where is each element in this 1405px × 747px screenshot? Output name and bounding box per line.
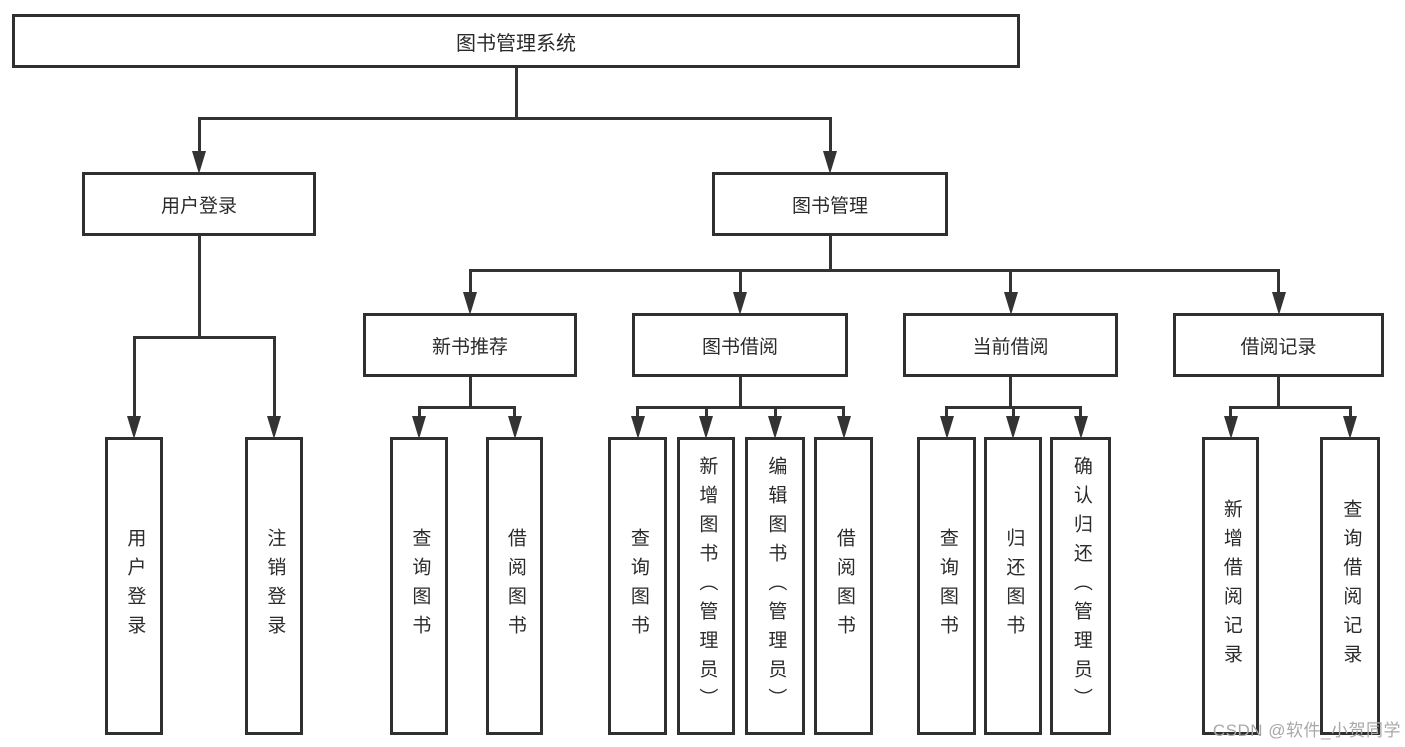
node-borrow-record: 借阅记录 — [1173, 313, 1384, 377]
connector-line — [468, 376, 472, 409]
node-logout: 注销登录 — [245, 437, 303, 735]
arrow-down-icon — [1343, 416, 1357, 439]
arrow-down-icon — [699, 416, 713, 439]
node-nb-query: 查询图书 — [390, 437, 448, 735]
arrow-down-icon — [1003, 292, 1018, 315]
node-nb-borrow: 借阅图书 — [486, 437, 543, 735]
arrow-down-icon — [267, 416, 281, 439]
connector-line — [514, 67, 518, 120]
arrow-down-icon — [1223, 416, 1238, 439]
node-bb-edit-label: 编辑图书（管理员） — [765, 455, 787, 717]
connector-line — [636, 405, 845, 409]
arrow-down-icon — [192, 151, 206, 174]
connector-line — [417, 405, 516, 409]
arrow-down-icon — [630, 416, 645, 439]
node-bb-add: 新增图书（管理员） — [677, 437, 735, 735]
arrow-down-icon — [823, 151, 837, 174]
connector-line — [468, 268, 1280, 272]
node-current-borrow: 当前借阅 — [903, 313, 1118, 377]
node-logout-label: 注销登录 — [264, 528, 286, 644]
watermark-text: CSDN @软件_小贺同学 — [1212, 721, 1401, 740]
connector-line — [197, 116, 832, 120]
node-root: 图书管理系统 — [12, 14, 1020, 68]
arrow-down-icon — [1271, 292, 1286, 315]
connector-line — [1348, 407, 1352, 420]
node-current-borrow-label: 当前借阅 — [972, 336, 1049, 358]
arrow-down-icon — [463, 292, 477, 315]
node-book-borrow-label: 图书借阅 — [701, 336, 778, 358]
node-br-query: 查询借阅记录 — [1320, 437, 1380, 735]
node-cb-query: 查询图书 — [917, 437, 976, 735]
arrow-down-icon — [1006, 416, 1020, 439]
node-bb-borrow-label: 借阅图书 — [833, 528, 855, 644]
connector-line — [828, 235, 832, 272]
node-login-label: 用户登录 — [124, 528, 146, 644]
connector-line — [828, 118, 832, 155]
arrow-down-icon — [836, 416, 851, 439]
node-book-borrow: 图书借阅 — [632, 313, 848, 377]
connector-line — [738, 376, 742, 409]
connector-line — [842, 407, 845, 420]
arrow-down-icon — [733, 292, 747, 315]
node-nb-query-label: 查询图书 — [409, 528, 431, 644]
node-br-query-label: 查询借阅记录 — [1340, 499, 1362, 673]
connector-line — [773, 407, 777, 420]
node-cb-return-label: 归还图书 — [1003, 528, 1025, 644]
node-new-book-label: 新书推荐 — [431, 336, 508, 358]
connector-line — [704, 407, 708, 420]
node-user-login: 用户登录 — [82, 172, 316, 236]
node-br-add-label: 新增借阅记录 — [1220, 499, 1242, 673]
connector-line — [197, 235, 201, 339]
arrow-down-icon — [127, 416, 141, 439]
connector-line — [1277, 376, 1280, 409]
node-bb-add-label: 新增图书（管理员） — [696, 455, 718, 717]
connector-line — [1229, 405, 1352, 409]
node-bb-query: 查询图书 — [608, 437, 667, 735]
node-cb-return: 归还图书 — [984, 437, 1042, 735]
connector-line — [513, 407, 516, 420]
arrow-down-icon — [412, 416, 426, 439]
node-borrow-record-label: 借阅记录 — [1240, 336, 1317, 358]
node-book-mgmt: 图书管理 — [712, 172, 948, 236]
node-bb-query-label: 查询图书 — [627, 528, 649, 644]
node-cb-confirm: 确认归还（管理员） — [1050, 437, 1111, 735]
connector-line — [417, 407, 421, 420]
arrow-down-icon — [768, 416, 782, 439]
connector-line — [1011, 407, 1015, 420]
connector-line — [1009, 270, 1012, 296]
connector-line — [738, 270, 742, 296]
connector-line — [636, 407, 639, 420]
arrow-down-icon — [1073, 416, 1088, 439]
connector-line — [1079, 407, 1082, 420]
connector-line — [132, 335, 276, 339]
node-user-login-label: 用户登录 — [160, 195, 237, 217]
node-cb-query-label: 查询图书 — [936, 528, 958, 644]
node-cb-confirm-label: 确认归还（管理员） — [1070, 455, 1092, 717]
arrow-down-icon — [939, 416, 954, 439]
node-login: 用户登录 — [105, 437, 163, 735]
node-book-mgmt-label: 图书管理 — [791, 195, 868, 217]
connector-line — [468, 270, 472, 296]
node-bb-edit: 编辑图书（管理员） — [745, 437, 805, 735]
connector-line — [1229, 407, 1232, 420]
connector-line — [945, 407, 948, 420]
node-bb-borrow: 借阅图书 — [814, 437, 873, 735]
connector-line — [1277, 270, 1280, 296]
node-new-book: 新书推荐 — [363, 313, 577, 377]
connector-line — [197, 118, 201, 155]
connector-line — [272, 337, 276, 420]
node-root-label: 图书管理系统 — [456, 32, 576, 55]
node-nb-borrow-label: 借阅图书 — [504, 528, 526, 644]
connector-line — [1009, 376, 1012, 409]
node-br-add: 新增借阅记录 — [1202, 437, 1259, 735]
arrow-down-icon — [507, 416, 522, 439]
connector-line — [132, 337, 136, 420]
